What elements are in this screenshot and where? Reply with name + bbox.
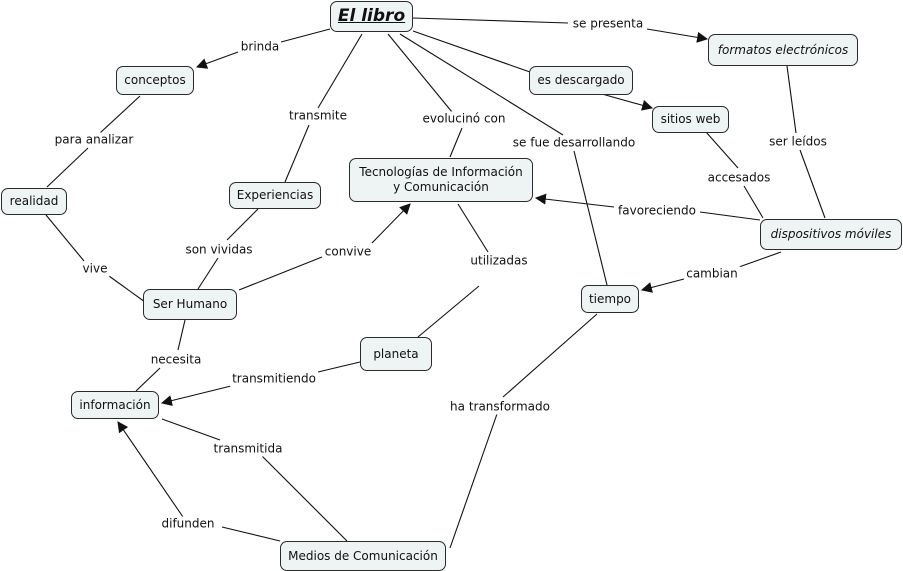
- node-formatos-electronicos[interactable]: formatos electrónicos: [708, 34, 858, 66]
- edge-favoreciendo-tic: [534, 193, 615, 208]
- edge-tiempo-transformado: [502, 313, 598, 398]
- edge-transmite-experiencias: [284, 124, 310, 183]
- edge-libro-desarrollando: [399, 33, 564, 136]
- edge-transmitida-medios: [261, 455, 348, 542]
- edge-realidad-vive: [45, 214, 85, 262]
- link-son-vividas: son vividas: [183, 242, 255, 258]
- edge-sitios-accesados: [705, 131, 739, 169]
- link-evoluciono-con: evolucinó con: [420, 111, 508, 127]
- link-vive: vive: [80, 261, 110, 277]
- edge-evoluciono-tic: [449, 127, 463, 158]
- edge-accesados-dispositivos: [743, 185, 764, 219]
- edge-leidos-dispositivos: [799, 149, 826, 219]
- link-difunden: difunden: [159, 516, 217, 532]
- edge-convive-tic: [371, 203, 411, 244]
- node-experiencias[interactable]: Experiencias: [229, 182, 321, 209]
- link-brinda: brinda: [238, 39, 282, 55]
- node-dispositivos-moviles[interactable]: dispositivos móviles: [760, 219, 902, 250]
- edge-serhumano-necesita: [177, 319, 186, 351]
- edge-utilizadas-planeta: [417, 285, 480, 338]
- edge-libro-brinda: [280, 28, 331, 43]
- node-tic[interactable]: Tecnologías de Información y Comunicació…: [349, 158, 533, 202]
- edge-informacion-transmitida: [161, 418, 221, 441]
- edge-formatos-leidos: [786, 65, 797, 134]
- node-conceptos[interactable]: conceptos: [116, 66, 194, 95]
- link-cambian: cambian: [684, 266, 740, 282]
- edge-libro-descargado: [412, 30, 531, 73]
- node-sitios-web[interactable]: sitios web: [652, 106, 729, 133]
- edge-libro-evoluciono: [387, 33, 453, 113]
- edge-dispositivos-favoreciendo: [699, 211, 761, 221]
- node-planeta[interactable]: planeta: [360, 337, 432, 371]
- link-se-fue-desarrollando: se fue desarrollando: [510, 135, 638, 151]
- edge-transformado-medios: [449, 413, 498, 549]
- edge-conceptos-analizar: [99, 95, 141, 134]
- edge-desarrollando-tiempo: [573, 150, 608, 286]
- edge-serhumano-convive: [238, 256, 323, 291]
- link-transmitiendo: transmitiendo: [230, 371, 318, 387]
- edge-cambian-tiempo: [640, 278, 685, 293]
- edge-tic-utilizadas: [457, 203, 489, 253]
- link-transmite: transmite: [287, 108, 349, 124]
- link-transmitida: transmitida: [211, 441, 285, 457]
- node-es-descargado[interactable]: es descargado: [529, 66, 633, 95]
- link-convive: convive: [322, 244, 374, 260]
- link-ha-transformado: ha transformado: [448, 399, 552, 415]
- edge-brinda-conceptos: [195, 51, 239, 69]
- edge-vividas-serhumano: [197, 257, 219, 290]
- edge-analizar-realidad: [46, 147, 89, 188]
- node-el-libro[interactable]: El libro: [330, 1, 413, 32]
- edge-planeta-transmitiendo: [317, 361, 361, 373]
- link-ser-leidos: ser leídos: [767, 134, 829, 150]
- node-tiempo[interactable]: tiempo: [581, 285, 639, 313]
- link-se-presenta: se presenta: [570, 16, 646, 32]
- link-para-analizar: para analizar: [52, 132, 136, 148]
- edge-libro-sepresenta: [412, 17, 569, 24]
- edge-sepresenta-formatos: [646, 28, 709, 43]
- node-realidad[interactable]: realidad: [1, 188, 67, 215]
- node-informacion[interactable]: información: [71, 391, 159, 419]
- edge-vive-serhumano: [108, 275, 146, 303]
- node-medios-de-comunicacion[interactable]: Medios de Comunicación: [280, 541, 446, 571]
- edge-libro-transmite: [317, 33, 363, 109]
- edge-medios-difunden: [221, 526, 281, 542]
- node-ser-humano[interactable]: Ser Humano: [143, 289, 237, 320]
- edge-necesita-informacion: [135, 367, 161, 392]
- link-utilizadas: utilizadas: [468, 253, 530, 269]
- edge-difunden-informacion: [117, 421, 184, 518]
- link-accesados: accesados: [705, 170, 773, 186]
- link-necesita: necesita: [148, 352, 204, 368]
- edge-dispositivos-cambian: [738, 251, 782, 268]
- link-favoreciendo: favoreciendo: [616, 203, 698, 219]
- edge-transmitiendo-informacion: [160, 385, 232, 406]
- edge-descargado-sitios: [601, 93, 654, 111]
- edge-experiencias-vividas: [226, 208, 259, 241]
